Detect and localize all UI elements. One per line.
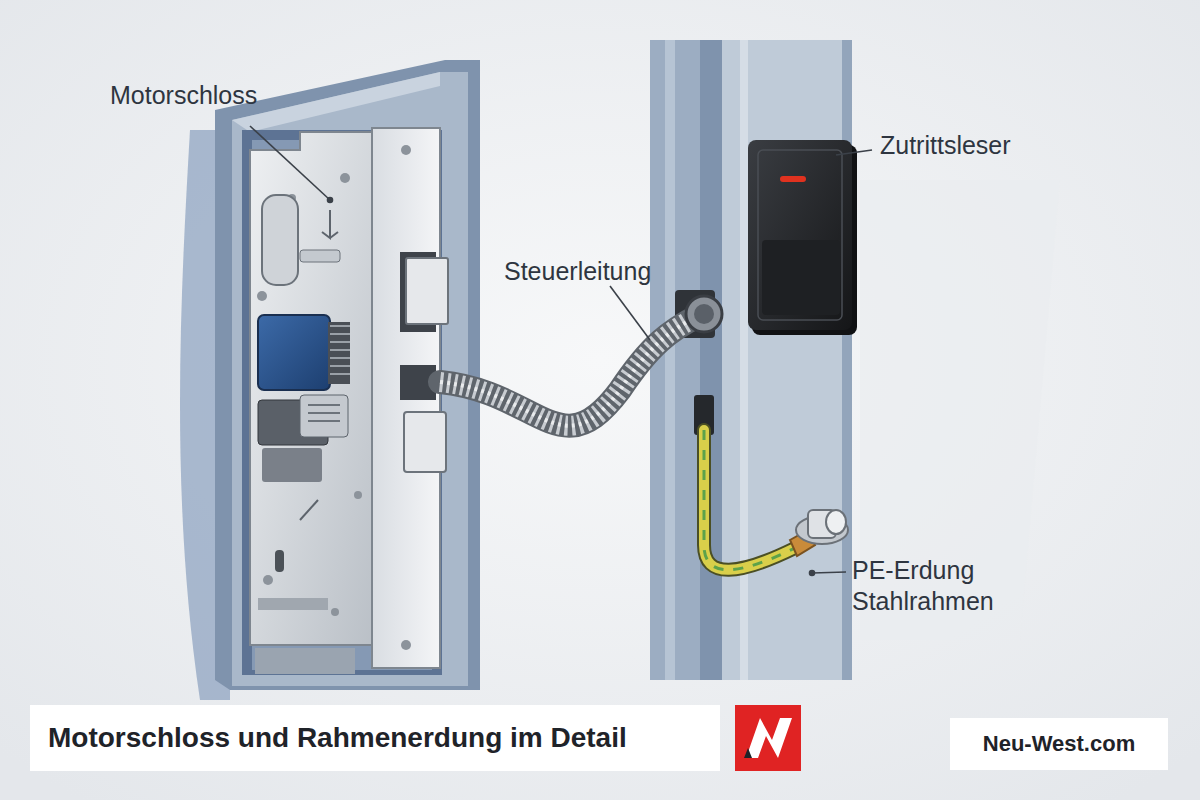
part-label: Steuerleitung xyxy=(504,256,651,287)
lock-case-part xyxy=(250,132,378,645)
brand-logo-part xyxy=(735,705,801,771)
control-cable-part xyxy=(694,304,714,324)
leader-lines-part xyxy=(810,571,815,576)
door-profile-part xyxy=(232,72,440,132)
frame-profile-part xyxy=(740,40,748,680)
faceplate-part xyxy=(255,648,355,674)
part-label: Zutrittsleser xyxy=(880,130,1011,161)
ground-wire-part xyxy=(704,430,795,570)
faceplate xyxy=(255,128,448,674)
lock-case xyxy=(250,132,378,645)
control-cable xyxy=(440,290,722,426)
frame-profile-part xyxy=(665,40,675,680)
faceplate-part xyxy=(406,258,448,324)
lock-case-part xyxy=(328,322,350,384)
lock-case-part xyxy=(354,491,362,499)
faceplate-part xyxy=(372,128,440,668)
control-cable-part xyxy=(686,296,722,332)
control-cable-part xyxy=(440,315,700,426)
frame-profile-part xyxy=(842,40,852,680)
brand-logo-part xyxy=(746,718,792,758)
leader-lines-part xyxy=(812,572,846,573)
control-cable-part xyxy=(440,315,700,426)
lock-case-part xyxy=(330,326,350,374)
frame-profile xyxy=(650,40,852,680)
access-reader-part xyxy=(780,176,806,182)
lock-case-part xyxy=(262,195,298,285)
lock-case-part xyxy=(262,448,322,482)
part-label: Motorschloss xyxy=(110,80,257,111)
leader-lines-part xyxy=(610,286,650,340)
ground-wire-part xyxy=(826,510,846,534)
access-reader-part xyxy=(748,140,852,330)
control-cable-part xyxy=(440,315,700,426)
frame-profile-part xyxy=(700,40,722,680)
frame-profile-part xyxy=(722,40,842,680)
title: Motorschloss und Rahmenerdung im Detail xyxy=(48,722,627,754)
access-reader-part xyxy=(758,150,842,320)
title-bar: Motorschloss und Rahmenerdung im Detail xyxy=(30,705,720,771)
access-reader-part xyxy=(762,240,840,315)
ground-wire-part xyxy=(704,430,795,570)
lock-case-part xyxy=(322,210,338,238)
brand-logo-part xyxy=(744,748,752,758)
lock-case-part xyxy=(258,315,330,390)
leader-lines-part xyxy=(328,198,333,203)
leader-lines xyxy=(250,126,872,576)
part-label: PE-Erdung Stahlrahmen xyxy=(852,555,1042,618)
lock-case-part xyxy=(275,550,284,572)
access-reader xyxy=(748,140,857,335)
brand-box: Neu-West.com xyxy=(950,718,1168,770)
ground-wire xyxy=(694,395,848,570)
lock-case-part xyxy=(300,250,340,262)
lock-case-part xyxy=(300,500,318,520)
lock-case-part xyxy=(308,405,340,421)
lock-case-part xyxy=(257,291,267,301)
website: Neu-West.com xyxy=(983,731,1135,757)
lock-case-part xyxy=(340,173,350,183)
faceplate-part xyxy=(404,412,446,472)
leader-lines-part xyxy=(250,126,330,200)
lock-case-part xyxy=(331,608,339,616)
faceplate-part xyxy=(401,640,411,650)
ground-wire-part xyxy=(704,430,795,570)
leader-lines-part xyxy=(836,150,872,155)
lock-case-part xyxy=(263,575,273,585)
lock-case-part xyxy=(258,598,328,610)
lock-case-part xyxy=(300,395,348,437)
brand-logo xyxy=(735,705,801,771)
faceplate-part xyxy=(401,145,411,155)
